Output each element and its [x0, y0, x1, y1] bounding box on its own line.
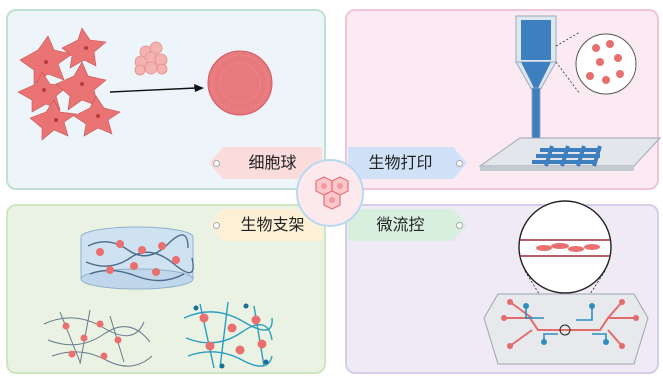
label-bioprinting: 生物打印 — [348, 147, 467, 179]
label-microfluidics: 微流控 — [348, 209, 467, 241]
label-microfluidics-text: 微流控 — [376, 215, 425, 234]
label-bioprinting-text: 生物打印 — [368, 153, 433, 172]
label-spheroid-text: 细胞球 — [248, 153, 297, 172]
connector-dot — [456, 160, 463, 167]
connector-dot — [456, 222, 463, 229]
center-hub — [296, 159, 364, 227]
connector-dot — [213, 222, 220, 229]
hexagon-cells-icon — [315, 176, 349, 210]
connector-dot — [213, 160, 220, 167]
label-spheroid: 细胞球 — [209, 147, 322, 179]
label-scaffold-text: 生物支架 — [240, 215, 305, 234]
